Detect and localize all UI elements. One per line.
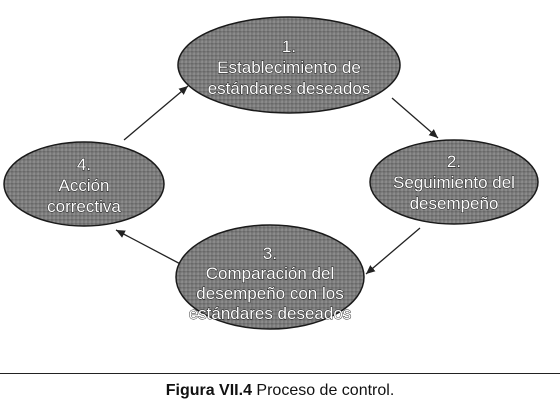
arrow-1-to-2 — [391, 97, 439, 139]
node-3-line-1: 3. — [263, 244, 277, 263]
node-3-comparacion: 3. Comparación del desempeño con los est… — [175, 224, 365, 330]
arrow-2-to-3 — [365, 227, 421, 275]
arrow-3-to-4 — [115, 229, 189, 269]
caption-label: Figura VII.4 — [165, 382, 252, 399]
node-4-accion-correctiva: 4. Acción correctiva — [3, 141, 165, 227]
node-4-line-3: correctiva — [47, 197, 121, 216]
caption-text: Proceso de control. — [251, 382, 395, 399]
control-process-diagram: 1. Establecimiento de estándares deseado… — [3, 16, 539, 330]
node-3-line-3: desempeño con los — [196, 284, 343, 303]
caption-divider — [0, 373, 560, 374]
node-2-line-3: desempeño — [410, 194, 499, 213]
figure-caption: Figura VII.4 Proceso de control. — [0, 382, 560, 400]
node-4-line-2: Acción — [58, 176, 109, 195]
node-1-establecimiento: 1. Establecimiento de estándares deseado… — [177, 16, 401, 114]
node-2-line-2: Seguimiento del — [393, 173, 515, 192]
node-4-line-1: 4. — [77, 155, 91, 174]
node-1-line-3: estándares deseados — [208, 79, 371, 98]
node-2-line-1: 2. — [447, 152, 461, 171]
arrow-4-to-1 — [123, 85, 189, 141]
node-3-line-2: Comparación del — [206, 264, 335, 283]
node-2-seguimiento: 2. Seguimiento del desempeño — [369, 139, 539, 225]
node-1-line-2: Establecimiento de — [217, 58, 361, 77]
node-3-line-4: estándares deseados — [189, 304, 352, 323]
node-1-line-1: 1. — [282, 37, 296, 56]
